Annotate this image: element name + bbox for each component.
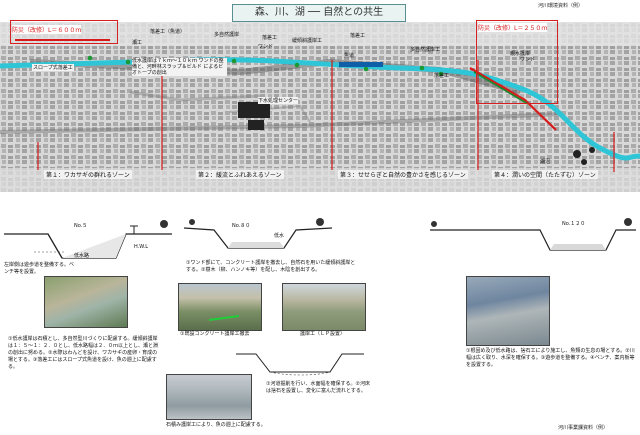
caption-6: 石積み護岸工により、魚の遡上に配慮する。 <box>166 422 266 428</box>
section-1-no: No.５ <box>74 223 88 229</box>
caption-5: ①河道掘削を行い、水面幅を確保する。②河床は捨石を設置し、変化に富んだ流れとする… <box>266 381 370 394</box>
photo-bottom <box>166 374 252 420</box>
building-label: 下水処理センター <box>258 97 299 104</box>
photo-mid2-caption: 護岸工（ＬＰ設置） <box>300 331 346 337</box>
site-label: ワンド <box>258 44 274 50</box>
site-label: 落差工 <box>350 33 366 39</box>
caption-4: ①既設コンクリート護岸工を撤去 <box>178 338 179 339</box>
site-label: ワンド <box>520 57 536 63</box>
site-label: 魚道 <box>344 53 355 59</box>
cross-section-2 <box>184 218 333 249</box>
cross-section-1 <box>4 220 172 259</box>
left-note: 左岸側は遊歩道を整備する。ベンチ等を設置。 <box>4 262 75 275</box>
left-red-label: 防災（改修）L＝６００ｍ <box>12 25 82 34</box>
right-red-label: 防災（改修）L＝２５０ｍ <box>478 23 548 32</box>
section-1-right: H.W.L <box>134 244 149 250</box>
left-callout: スロープ式落差工 <box>32 64 74 71</box>
site-label: 親水護岸 <box>510 51 531 57</box>
site-label: 緩傾斜護岸工 <box>292 38 323 44</box>
photo-mid-1 <box>178 283 262 331</box>
left-section-frame <box>10 20 118 44</box>
photo-left <box>44 276 128 328</box>
center-note: 低水護岸は７ｋｍ～１０ｋｍ ワンドの整備と、河畔林スラップ＆ビルド によるビオト… <box>132 58 227 76</box>
right-section-frame <box>476 20 558 104</box>
photo-mid-2 <box>282 283 366 331</box>
caption-1: ①低水護岸は石積とし、多自然型川づくりに配慮する。緩傾斜護岸は１：５～１：２．０… <box>8 336 159 370</box>
photo-right <box>466 276 550 346</box>
zone-label-4: 第４：潤いの空間（たたずむ）ゾーン <box>492 170 598 179</box>
section-1-water: 低水路 <box>74 253 90 259</box>
section-3-no: No.１２０ <box>562 221 586 227</box>
site-label: 多自然護岸 <box>214 32 240 38</box>
section-2-no: No.８０ <box>232 223 251 229</box>
site-label: 落差工（魚道） <box>150 29 186 35</box>
cross-section-3 <box>430 218 636 251</box>
caption-3: ①根固め及び低水路は、捨石工により施工し、魚類の生息の場とする。②川幅は広く取り… <box>466 348 635 368</box>
site-label: 多自然護岸工 <box>410 47 441 53</box>
corner-label: 河川環境資料（例） <box>538 3 584 9</box>
cross-section-4 <box>236 353 364 376</box>
footer-note: 河川事業課資料（例） <box>558 425 609 431</box>
section-2-water: 低水 <box>274 233 285 239</box>
site-label: 湖沼 <box>540 159 551 165</box>
site-label: 瀬工 <box>132 40 143 46</box>
zone-label-1: 第１：ワカサギの群れるゾーン <box>44 170 132 179</box>
zone-label-3: 第３：せせらぎと自然の豊かさを感じるゾーン <box>338 170 468 179</box>
site-label: 落差工 <box>262 35 278 41</box>
zone-label-2: 第２：緩流とふれあえるゾーン <box>196 170 284 179</box>
page-title: 森、川、湖 ── 自然との共生 <box>232 4 406 22</box>
caption-2: ①ワンド部にて、コンクリート護岸を撤去し、自然石を用いた緩傾斜護岸とする。②樹木… <box>186 260 356 273</box>
site-label: 落差工 <box>434 73 450 79</box>
photo-mid1-caption: ①既設コンクリート護岸工撤去 <box>180 331 250 337</box>
